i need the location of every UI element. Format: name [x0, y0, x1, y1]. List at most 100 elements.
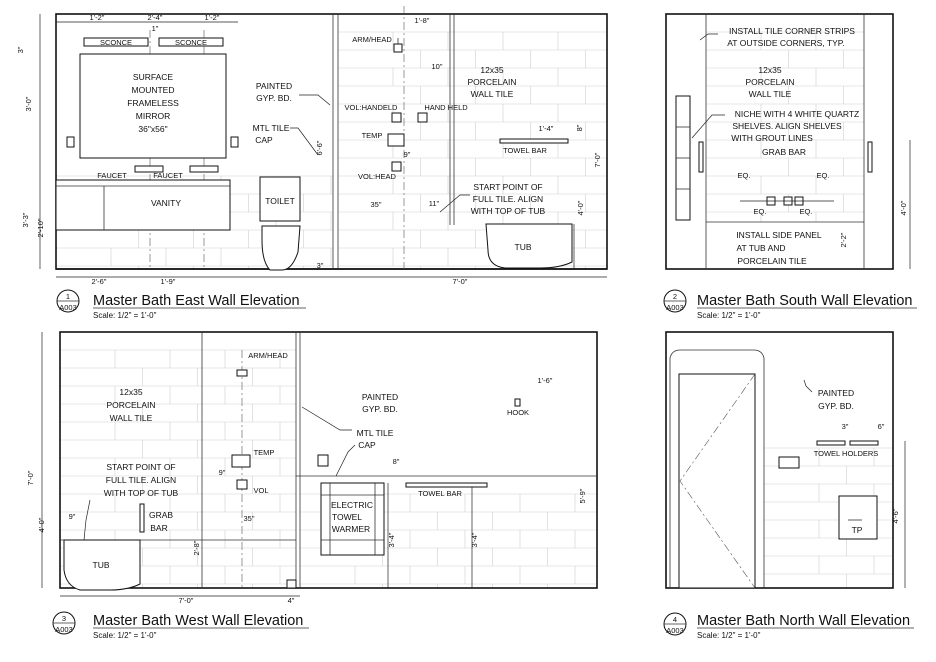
view-2-scale: Scale: 1/2" = 1'-0"	[697, 311, 761, 320]
dim-bottom-1: 2'-6"	[92, 277, 107, 286]
mirror-label-5: 36"x56"	[138, 124, 167, 134]
west-volume-valve	[236, 479, 248, 490]
painted-note-1: PAINTED	[256, 81, 292, 91]
west-mtl-cap-1: MTL TILE	[357, 428, 394, 438]
niche-note-2: SHELVES. ALIGN SHELVES	[732, 121, 842, 131]
wall-tile-note-3: WALL TILE	[471, 89, 514, 99]
view-2-title: Master Bath South Wall Elevation	[697, 293, 912, 309]
hand-held-bracket	[417, 112, 428, 123]
eq-label-2: EQ.	[817, 171, 830, 180]
warmer-label-1: ELECTRIC	[331, 500, 373, 510]
towel-holder-right	[849, 440, 879, 446]
dim-35: 35"	[370, 200, 381, 209]
volume-head-valve	[391, 161, 402, 172]
wall-tile-note-2: PORCELAIN	[467, 77, 516, 87]
west-start-2: FULL TILE. ALIGN	[106, 475, 176, 485]
west-dim-5-9: 5'-9"	[578, 488, 587, 503]
view-3-number: 3	[62, 614, 66, 623]
hook	[514, 398, 521, 407]
west-temp-label: TEMP	[254, 448, 275, 457]
west-dim-7-0-bottom: 7'-0"	[179, 596, 194, 605]
dim-top-3: 1'-2"	[205, 13, 220, 22]
tp-label: TP	[852, 525, 863, 535]
sconce-left-label: SCONCE	[100, 38, 132, 47]
dim-7-0: 7'-0"	[593, 152, 602, 167]
view-4-sheet: A003	[666, 626, 684, 635]
west-dim-9-left: 9"	[69, 512, 76, 521]
view-4-number: 4	[673, 615, 677, 624]
niche-note-3: WITH GROUT LINES	[731, 133, 813, 143]
view-4-title: Master Bath North Wall Elevation	[697, 613, 910, 629]
eq-label-3: EQ.	[754, 207, 767, 216]
south-wall-tile-2: PORCELAIN	[745, 77, 794, 87]
west-dim-4: 4"	[288, 596, 295, 605]
view-3-title: Master Bath West Wall Elevation	[93, 613, 303, 629]
west-shower-head	[236, 369, 248, 377]
west-tub	[63, 539, 141, 591]
west-dim-2-8: 2'-8"	[192, 540, 201, 555]
west-mtl-cap-2: CAP	[358, 440, 376, 450]
west-towel-bar-label: TOWEL BAR	[418, 489, 462, 498]
view-2-number: 2	[673, 292, 677, 301]
dim-bottom-3: 3"	[317, 261, 324, 270]
dim-left-4: 2'-10"	[36, 218, 45, 237]
outlet-right	[230, 136, 239, 148]
mirror-label-3: FRAMELESS	[127, 98, 179, 108]
vanity	[55, 179, 231, 231]
west-dim-8: 8"	[393, 457, 400, 466]
west-wall-tile-3: WALL TILE	[110, 413, 153, 423]
dim-11: 11"	[429, 199, 440, 208]
south-wall-tile-1: 12x35	[758, 65, 781, 75]
south-dim-4-0: 4'-0"	[899, 200, 908, 215]
north-outlet	[778, 456, 800, 469]
start-point-note-2: FULL TILE. ALIGN	[473, 194, 543, 204]
temp-valve	[387, 133, 405, 147]
west-dim-7-0-left: 7'-0"	[26, 470, 35, 485]
west-dim-3-4-a: 3'-4"	[387, 532, 396, 547]
door-swing	[679, 373, 756, 589]
south-wall-outline	[665, 13, 894, 270]
view-1-number: 1	[66, 292, 70, 301]
view-1-scale: Scale: 1/2" = 1'-0"	[93, 311, 157, 320]
dim-6-6: 6'-6"	[315, 140, 324, 155]
south-wall-tile-grid	[706, 31, 864, 222]
faucet-right-label: FAUCET	[153, 171, 183, 180]
west-dim-4-0-left: 4'-0"	[37, 517, 46, 532]
door-frame	[669, 349, 765, 588]
view-east-wall: SCONCE SCONCE SURFACE MOUNTED FRAMELESS …	[16, 6, 608, 320]
faucet-left-label: FAUCET	[97, 171, 127, 180]
view-3-scale: Scale: 1/2" = 1'-0"	[93, 631, 157, 640]
toilet-label: TOILET	[265, 196, 295, 206]
north-painted-1: PAINTED	[818, 388, 854, 398]
dim-9: 9"	[404, 150, 411, 159]
warmer-label-2: TOWEL	[332, 512, 362, 522]
west-dim-35: 35"	[243, 514, 254, 523]
dim-top-1: 1'-2"	[90, 13, 105, 22]
view-4-scale: Scale: 1/2" = 1'-0"	[697, 631, 761, 640]
tub-label: TUB	[515, 242, 532, 252]
view-3-sheet: A003	[55, 625, 73, 634]
start-point-note-3: WITH TOP OF TUB	[471, 206, 546, 216]
west-wall-outline	[59, 331, 598, 589]
faucet-right	[189, 165, 219, 173]
sconce-left	[83, 37, 149, 47]
view-2-sheet: A003	[666, 303, 684, 312]
west-painted-2: GYP. BD.	[362, 404, 398, 414]
grab-bar-right	[867, 141, 873, 173]
shower-head	[393, 43, 403, 53]
warmer-label-3: WARMER	[332, 524, 370, 534]
west-dim-1-6: 1'-6"	[538, 376, 553, 385]
toilet-tank	[259, 176, 301, 222]
mtl-cap-note-2: CAP	[255, 135, 273, 145]
view-north-wall: PAINTED GYP. BD. 3" 6" TOWEL HOLDERS TP …	[663, 331, 914, 640]
west-dim-3-4-b: 3'-4"	[470, 532, 479, 547]
towel-bar-label: TOWEL BAR	[503, 146, 547, 155]
outlet-left	[66, 136, 75, 148]
eq-label-1: EQ.	[738, 171, 751, 180]
west-grab-bar	[139, 503, 145, 533]
grab-bar-label: GRAB BAR	[762, 147, 806, 157]
side-panel-note-3: PORCELAIN TILE	[737, 256, 807, 266]
west-vol-label: VOL	[253, 486, 268, 495]
west-wall-tile-grid	[60, 349, 597, 588]
west-arm-head-label: ARM/HEAD	[248, 351, 288, 360]
